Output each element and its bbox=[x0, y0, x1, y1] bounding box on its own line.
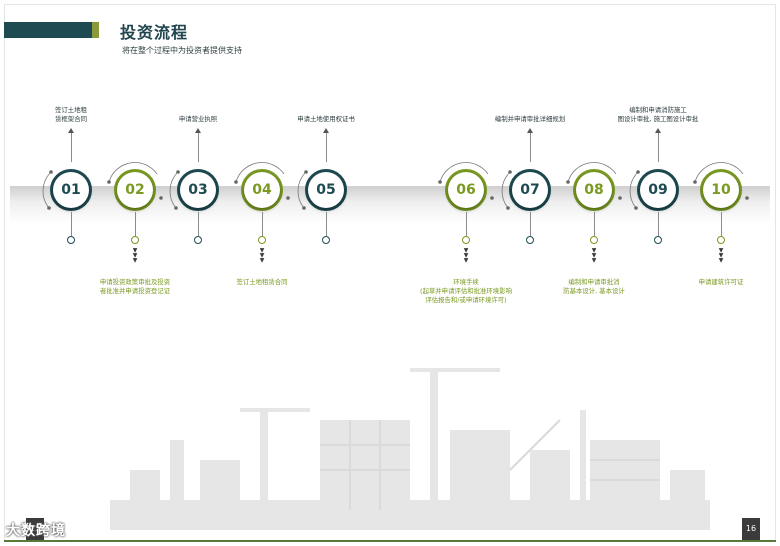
step-8: 08 bbox=[564, 160, 624, 220]
connector-line bbox=[71, 212, 72, 236]
step-number: 05 bbox=[310, 174, 342, 206]
connector-line bbox=[658, 212, 659, 236]
step-top-label: 编制和申请消防施工 图设计审批, 施工图设计审批 bbox=[618, 106, 699, 124]
connector-line bbox=[721, 212, 722, 236]
step-number: 01 bbox=[55, 174, 87, 206]
step-number: 09 bbox=[642, 174, 674, 206]
step-bottom-label: 申请投资政策审批及投资 者批准并申请投资登记证 bbox=[100, 278, 170, 296]
page-subtitle: 将在整个过程中为投资者提供支持 bbox=[122, 45, 242, 56]
step-top-label: 编制并申请审批详细规划 bbox=[495, 115, 565, 124]
step-4: 04 bbox=[232, 160, 292, 220]
connector-line bbox=[198, 132, 199, 162]
step-number: 10 bbox=[705, 174, 737, 206]
footer-line bbox=[4, 540, 776, 542]
connector-dot bbox=[67, 236, 75, 244]
step-top-label: 申请土地使用权证书 bbox=[297, 115, 355, 124]
step-7: 07 bbox=[500, 160, 560, 220]
connector-dot bbox=[590, 236, 598, 244]
chevron-down-icon: ▼▼▼ bbox=[131, 248, 139, 263]
connector-dot bbox=[322, 236, 330, 244]
chevron-down-icon: ▼▼▼ bbox=[590, 248, 598, 263]
step-number: 02 bbox=[119, 174, 151, 206]
step-3: 03 bbox=[168, 160, 228, 220]
arrow-up-icon bbox=[527, 128, 533, 133]
connector-dot bbox=[258, 236, 266, 244]
step-bottom-label: 编制和申请审批消 防基本设计, 基本设计 bbox=[563, 278, 625, 296]
arrow-up-icon bbox=[655, 128, 661, 133]
step-number: 03 bbox=[182, 174, 214, 206]
chevron-down-icon: ▼▼▼ bbox=[258, 248, 266, 263]
step-bottom-label: 环境手续 (起草并申请评估和批准环境影响 评估报告和/或申请环境许可) bbox=[420, 278, 512, 305]
header-bar bbox=[4, 22, 92, 38]
arrow-up-icon bbox=[195, 128, 201, 133]
page-number-right: 16 bbox=[742, 518, 760, 540]
step-5: 05 bbox=[296, 160, 356, 220]
connector-line bbox=[326, 212, 327, 236]
chevron-down-icon: ▼▼▼ bbox=[462, 248, 470, 263]
connector-dot bbox=[462, 236, 470, 244]
connector-dot bbox=[526, 236, 534, 244]
connector-dot bbox=[194, 236, 202, 244]
step-6: 06 bbox=[436, 160, 496, 220]
connector-line bbox=[135, 212, 136, 236]
connector-dot bbox=[717, 236, 725, 244]
connector-dot bbox=[131, 236, 139, 244]
connector-line bbox=[530, 212, 531, 236]
connector-line bbox=[530, 132, 531, 162]
step-top-label: 签订土地租 赁框架合同 bbox=[55, 106, 87, 124]
arrow-up-icon bbox=[323, 128, 329, 133]
page-title: 投资流程 bbox=[120, 19, 188, 43]
step-10: 10 bbox=[691, 160, 751, 220]
connector-line bbox=[658, 132, 659, 162]
connector-dot bbox=[654, 236, 662, 244]
construction-skyline-image bbox=[110, 350, 710, 530]
step-number: 07 bbox=[514, 174, 546, 206]
step-number: 08 bbox=[578, 174, 610, 206]
watermark-text: 大数跨境 bbox=[6, 520, 66, 540]
step-9: 09 bbox=[628, 160, 688, 220]
step-number: 04 bbox=[246, 174, 278, 206]
connector-line bbox=[466, 212, 467, 236]
step-number: 06 bbox=[450, 174, 482, 206]
connector-line bbox=[198, 212, 199, 236]
connector-line bbox=[326, 132, 327, 162]
chevron-down-icon: ▼▼▼ bbox=[717, 248, 725, 263]
header-accent bbox=[92, 22, 99, 38]
connector-line bbox=[594, 212, 595, 236]
arrow-up-icon bbox=[68, 128, 74, 133]
step-2: 02 bbox=[105, 160, 165, 220]
step-1: 01 bbox=[41, 160, 101, 220]
connector-line bbox=[71, 132, 72, 162]
step-bottom-label: 申请建筑许可证 bbox=[699, 278, 744, 287]
step-bottom-label: 签订土地租赁合同 bbox=[236, 278, 287, 287]
step-top-label: 申请营业执照 bbox=[179, 115, 217, 124]
connector-line bbox=[262, 212, 263, 236]
